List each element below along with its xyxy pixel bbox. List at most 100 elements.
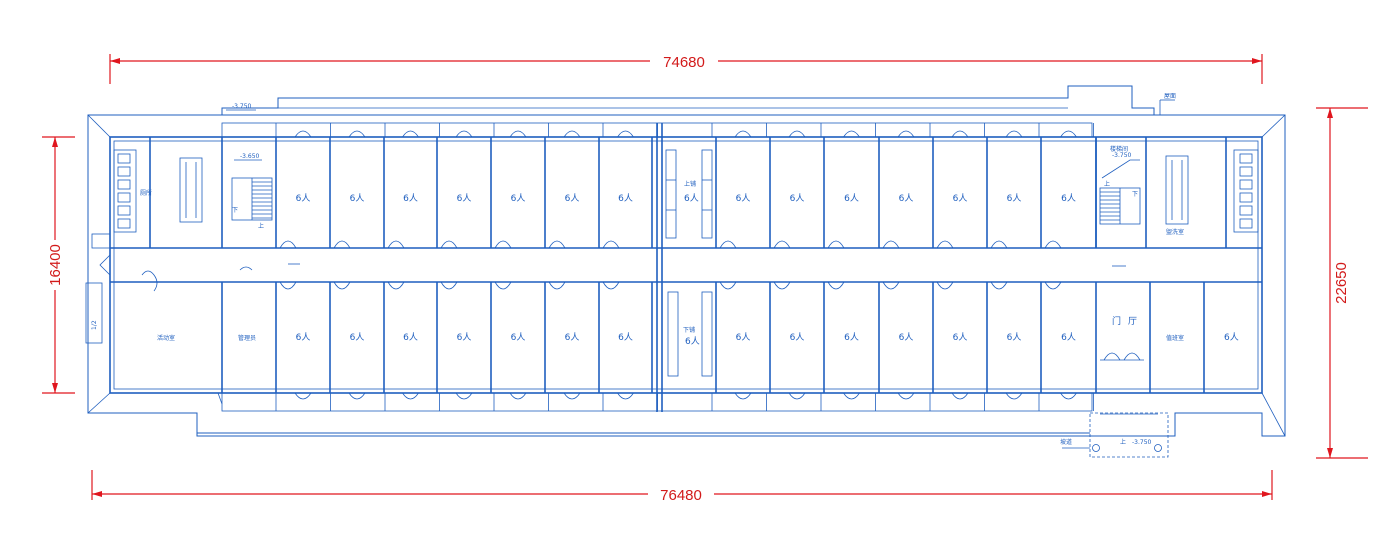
room-label-duty: 值班室 [1166, 334, 1184, 342]
stair-right-up: 上 [1104, 180, 1110, 188]
upper-dorm-label-3: 6人 [457, 193, 472, 204]
side-gate-label: 1/2 [91, 320, 98, 330]
lower-dorm-label-6: 6人 [618, 332, 633, 343]
right-upper-small: 楼梯间 [1110, 145, 1128, 153]
upper-corridor-door-3 [440, 240, 458, 249]
dimension-top: 74680 [109, 52, 1263, 84]
upper-corridor-door-2 [387, 240, 405, 249]
toilet-stall [117, 179, 131, 190]
toilet-stall [117, 153, 131, 164]
upper-dorm-label-1: 6人 [350, 193, 365, 204]
lower-dorm-label-12: 6人 [1007, 332, 1022, 343]
toilet-stall [117, 192, 131, 203]
toilet-stall [1239, 179, 1253, 190]
dimension-top-label: 74680 [663, 54, 705, 71]
room-label-lower-center: 6人 [685, 336, 700, 347]
upper-corridor-door-8 [773, 240, 791, 249]
dimension-bottom-label: 76480 [660, 487, 702, 504]
lower-dorm-label-13: 6人 [1061, 332, 1076, 343]
entrance-up-label: 上 [1120, 438, 1126, 446]
dimension-bottom: 76480 [91, 470, 1273, 504]
toilet-left: 厕所 [113, 149, 203, 233]
upper-balcony-door-8 [788, 130, 806, 138]
room-note-lower-center: 下铺 [683, 326, 695, 334]
upper-corridor-door-0 [279, 240, 297, 249]
lower-corridor-door-13 [1044, 281, 1062, 290]
stair-right-down: 下 [1132, 191, 1138, 198]
upper-balcony-door-4 [509, 130, 527, 138]
room-label-activity: 活动室 [157, 334, 175, 342]
lower-balcony-door-4 [509, 392, 527, 400]
washroom-right-label: 盥洗室 [1166, 228, 1184, 236]
room-label-upper-center: 6人 [684, 193, 699, 204]
lower-balcony-door-6 [617, 392, 634, 400]
room-note-upper-center: 上铺 [684, 180, 696, 188]
lower-balcony-door-2 [402, 392, 419, 400]
lower-balcony-door-9 [843, 392, 860, 400]
lower-corridor-door-5 [548, 281, 566, 290]
lower-corridor-door-9 [827, 281, 845, 290]
building-walls [109, 122, 1263, 412]
room-label-manager: 管理员 [238, 334, 256, 342]
upper-dorm-label-2: 6人 [403, 193, 418, 204]
dimension-left: 16400 [42, 136, 75, 394]
toilet-stall [117, 166, 131, 177]
lower-corridor-door-6 [602, 281, 620, 290]
lower-balcony-door-5 [563, 392, 581, 400]
corridor-markers [141, 263, 1126, 292]
upper-dorm-label-13: 6人 [1061, 193, 1076, 204]
toilet-stall [1239, 166, 1253, 177]
lower-balcony-door-0 [294, 392, 312, 400]
upper-dorm-label-12: 6人 [1007, 193, 1022, 204]
entrance-level-label: -3.750 [1132, 439, 1152, 446]
side-gate: 1/2 [85, 233, 111, 344]
toilet-stall [117, 218, 131, 229]
lower-dorm-label-10: 6人 [899, 332, 914, 343]
upper-corridor-door-6 [602, 240, 620, 249]
lower-balcony-door-11 [951, 392, 969, 400]
lower-dorm-label-11: 6人 [953, 332, 968, 343]
upper-balcony-door-1 [348, 130, 366, 138]
upper-balcony-door-13 [1060, 130, 1077, 138]
lower-corridor-door-7 [719, 281, 737, 290]
lower-dorm-label-7: 6人 [736, 332, 751, 343]
toilet-left-label: 厕所 [140, 189, 152, 197]
lower-balcony-door-7 [734, 392, 752, 400]
lower-dorm-label-9: 6人 [844, 332, 859, 343]
room-label-right-dorm: 6人 [1224, 332, 1239, 343]
lower-dorm-label-8: 6人 [790, 332, 805, 343]
upper-dorm-label-10: 6人 [899, 193, 914, 204]
lower-dorm-label-5: 6人 [565, 332, 580, 343]
lower-corridor-door-3 [440, 281, 458, 290]
lower-balcony-door-1 [348, 392, 366, 400]
dimension-right-label: 22650 [1333, 262, 1350, 304]
upper-dorm-label-4: 6人 [511, 193, 526, 204]
upper-corridor-door-7 [719, 240, 737, 249]
dimension-right: 22650 [1316, 107, 1368, 459]
toilet-stall [117, 205, 131, 216]
lower-corridor-door-1 [333, 281, 351, 290]
stair-left-level: -3.650 [240, 153, 260, 160]
lower-dorm-label-3: 6人 [457, 332, 472, 343]
lower-corridor-door-0 [279, 281, 297, 290]
bunks-upper-center [665, 149, 713, 239]
stair-left-down: 下 [232, 207, 238, 214]
stair-left: 下 上 -3.650 [231, 153, 273, 230]
upper-balcony-door-3 [455, 130, 473, 138]
upper-balcony-door-6 [617, 130, 634, 138]
upper-corridor-door-10 [882, 240, 900, 249]
upper-dorm-label-6: 6人 [618, 193, 633, 204]
lower-dorm-label-1: 6人 [350, 332, 365, 343]
bunks-lower-center [667, 291, 713, 377]
stair-left-up: 上 [258, 222, 264, 230]
upper-corridor-door-4 [494, 240, 512, 249]
lower-corridor-door-10 [882, 281, 900, 290]
lower-dorm-label-0: 6人 [296, 332, 311, 343]
top-left-level: -3.750 [232, 103, 252, 110]
upper-corridor-door-12 [990, 240, 1008, 249]
rooms-layer: 6人 6人 6人 6人 6人 6人 6人 6人 6人 6人 6人 6人 6人 6人 6人 6人 6人 6人 6人 6人… [275, 123, 1097, 411]
upper-dorm-label-9: 6人 [844, 193, 859, 204]
entrance-right-label: 厅 [1128, 316, 1137, 327]
upper-balcony-door-11 [951, 130, 969, 138]
